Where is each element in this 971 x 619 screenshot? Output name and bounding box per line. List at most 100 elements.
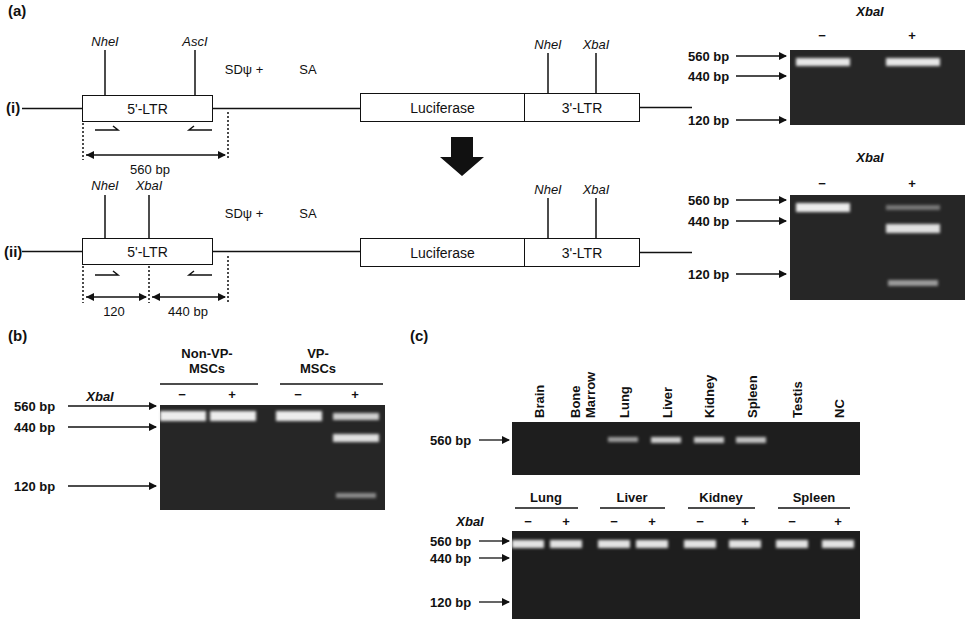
annotation-label: +	[834, 514, 842, 529]
size-arrow	[68, 426, 156, 427]
lane-label: NC	[832, 358, 847, 418]
size-arrows	[736, 56, 786, 274]
gel-image	[790, 50, 965, 125]
backbone	[640, 107, 692, 109]
gel-band	[684, 540, 716, 548]
annotation-label: 120 bp	[430, 595, 471, 610]
annotation-label: 120 bp	[688, 113, 729, 128]
annotation-label: VP- MSCs	[295, 346, 341, 376]
annotation-label: XbaI	[136, 178, 163, 193]
gel-bands	[512, 540, 854, 548]
size-arrow	[68, 405, 156, 406]
backbone-connector	[213, 108, 360, 110]
lane-label: Liver	[660, 358, 675, 418]
group-underline	[160, 383, 258, 384]
size-arrow	[736, 199, 786, 200]
size-arrow	[736, 119, 786, 120]
annotation-label: 560 bp	[430, 534, 471, 549]
element-name: 5'-LTR	[127, 244, 168, 260]
annotation-label: Non-VP- MSCs	[171, 346, 243, 376]
annotation-label: Kidney	[699, 490, 742, 505]
annotation-label: 560 bp	[14, 399, 55, 414]
size-arrow	[736, 55, 786, 56]
annotation-label: +	[908, 28, 916, 43]
construct-i-lines	[22, 50, 692, 160]
element-name: Luciferase	[410, 245, 475, 261]
site-tick	[547, 198, 549, 238]
gel-band	[636, 540, 668, 548]
dimension-arrow	[86, 154, 225, 156]
annotation-label: Liver	[616, 490, 647, 505]
construct-element: 3'-LTR	[524, 93, 640, 122]
group-underline	[688, 507, 755, 508]
panel-letter: (b)	[8, 328, 27, 343]
construct-element: 3'-LTR	[524, 238, 640, 267]
annotation-label: SA	[299, 206, 316, 221]
site-tick	[104, 195, 106, 238]
annotation-label: −	[818, 176, 826, 191]
annotation-label: 440 bp	[688, 214, 729, 229]
annotation-label: XbaI	[456, 514, 483, 529]
primer-arrow	[189, 271, 212, 275]
element-name: 3'-LTR	[562, 100, 603, 116]
annotation-label: +	[351, 387, 359, 402]
construct-element: 5'-LTR	[82, 238, 213, 265]
gel-bands	[160, 411, 379, 498]
gel-image	[790, 195, 965, 300]
gel-band	[333, 434, 379, 442]
annotation-label: −	[178, 387, 186, 402]
gel-band	[160, 411, 206, 421]
size-arrows	[68, 406, 156, 486]
size-arrow	[479, 601, 509, 602]
annotation-label: 560 bp	[688, 49, 729, 64]
size-arrow	[736, 75, 786, 76]
annotation-label: NheI	[534, 182, 561, 197]
annotation-label: −	[788, 514, 796, 529]
gel-band	[886, 224, 940, 233]
gel-band	[888, 280, 938, 286]
group-underlines	[160, 383, 383, 384]
annotation-label: 120 bp	[688, 267, 729, 282]
construct-ii-lines	[22, 195, 692, 303]
site-tick	[595, 53, 597, 93]
size-arrow	[479, 557, 509, 558]
lane-label: Brain	[532, 358, 547, 418]
transition-arrow	[440, 137, 484, 176]
annotation-label: 560 bp	[688, 193, 729, 208]
dotted-guide	[227, 256, 229, 303]
gel-bands	[796, 58, 940, 66]
backbone	[640, 252, 692, 254]
primer-arrow	[95, 271, 118, 275]
annotation-label: −	[696, 514, 704, 529]
gel-bands	[796, 203, 940, 286]
element-name: Luciferase	[410, 100, 475, 116]
gel-band	[886, 205, 940, 210]
annotation-label: +	[648, 514, 656, 529]
gel-band	[736, 437, 766, 443]
group-underline	[280, 383, 383, 384]
annotation-label: +	[228, 387, 236, 402]
annotation-label: 440 bp	[14, 420, 55, 435]
gel-band	[336, 493, 376, 498]
annotation-label: XbaI	[856, 4, 883, 19]
backbone-connector	[213, 251, 360, 253]
site-tick	[148, 195, 150, 238]
annotation-label: NheI	[91, 34, 118, 49]
element-name: 3'-LTR	[562, 245, 603, 261]
site-tick	[104, 50, 106, 95]
gel-band	[608, 437, 638, 442]
annotation-label: Lung	[530, 490, 562, 505]
gel-band	[776, 540, 808, 548]
gel-band	[598, 540, 630, 548]
annotation-label: AscI	[182, 34, 207, 49]
annotation-label: 560 bp	[430, 433, 471, 448]
gel-band	[886, 58, 940, 66]
element-name: 5'-LTR	[127, 101, 168, 117]
gel-image	[512, 531, 860, 619]
annotation-label: 440 bp	[168, 304, 208, 319]
annotation-label: 560 bp	[130, 162, 170, 177]
site-tick	[194, 50, 196, 95]
gel-band	[276, 411, 322, 421]
panel-letter: (ii)	[4, 244, 22, 259]
size-arrow	[479, 439, 509, 440]
